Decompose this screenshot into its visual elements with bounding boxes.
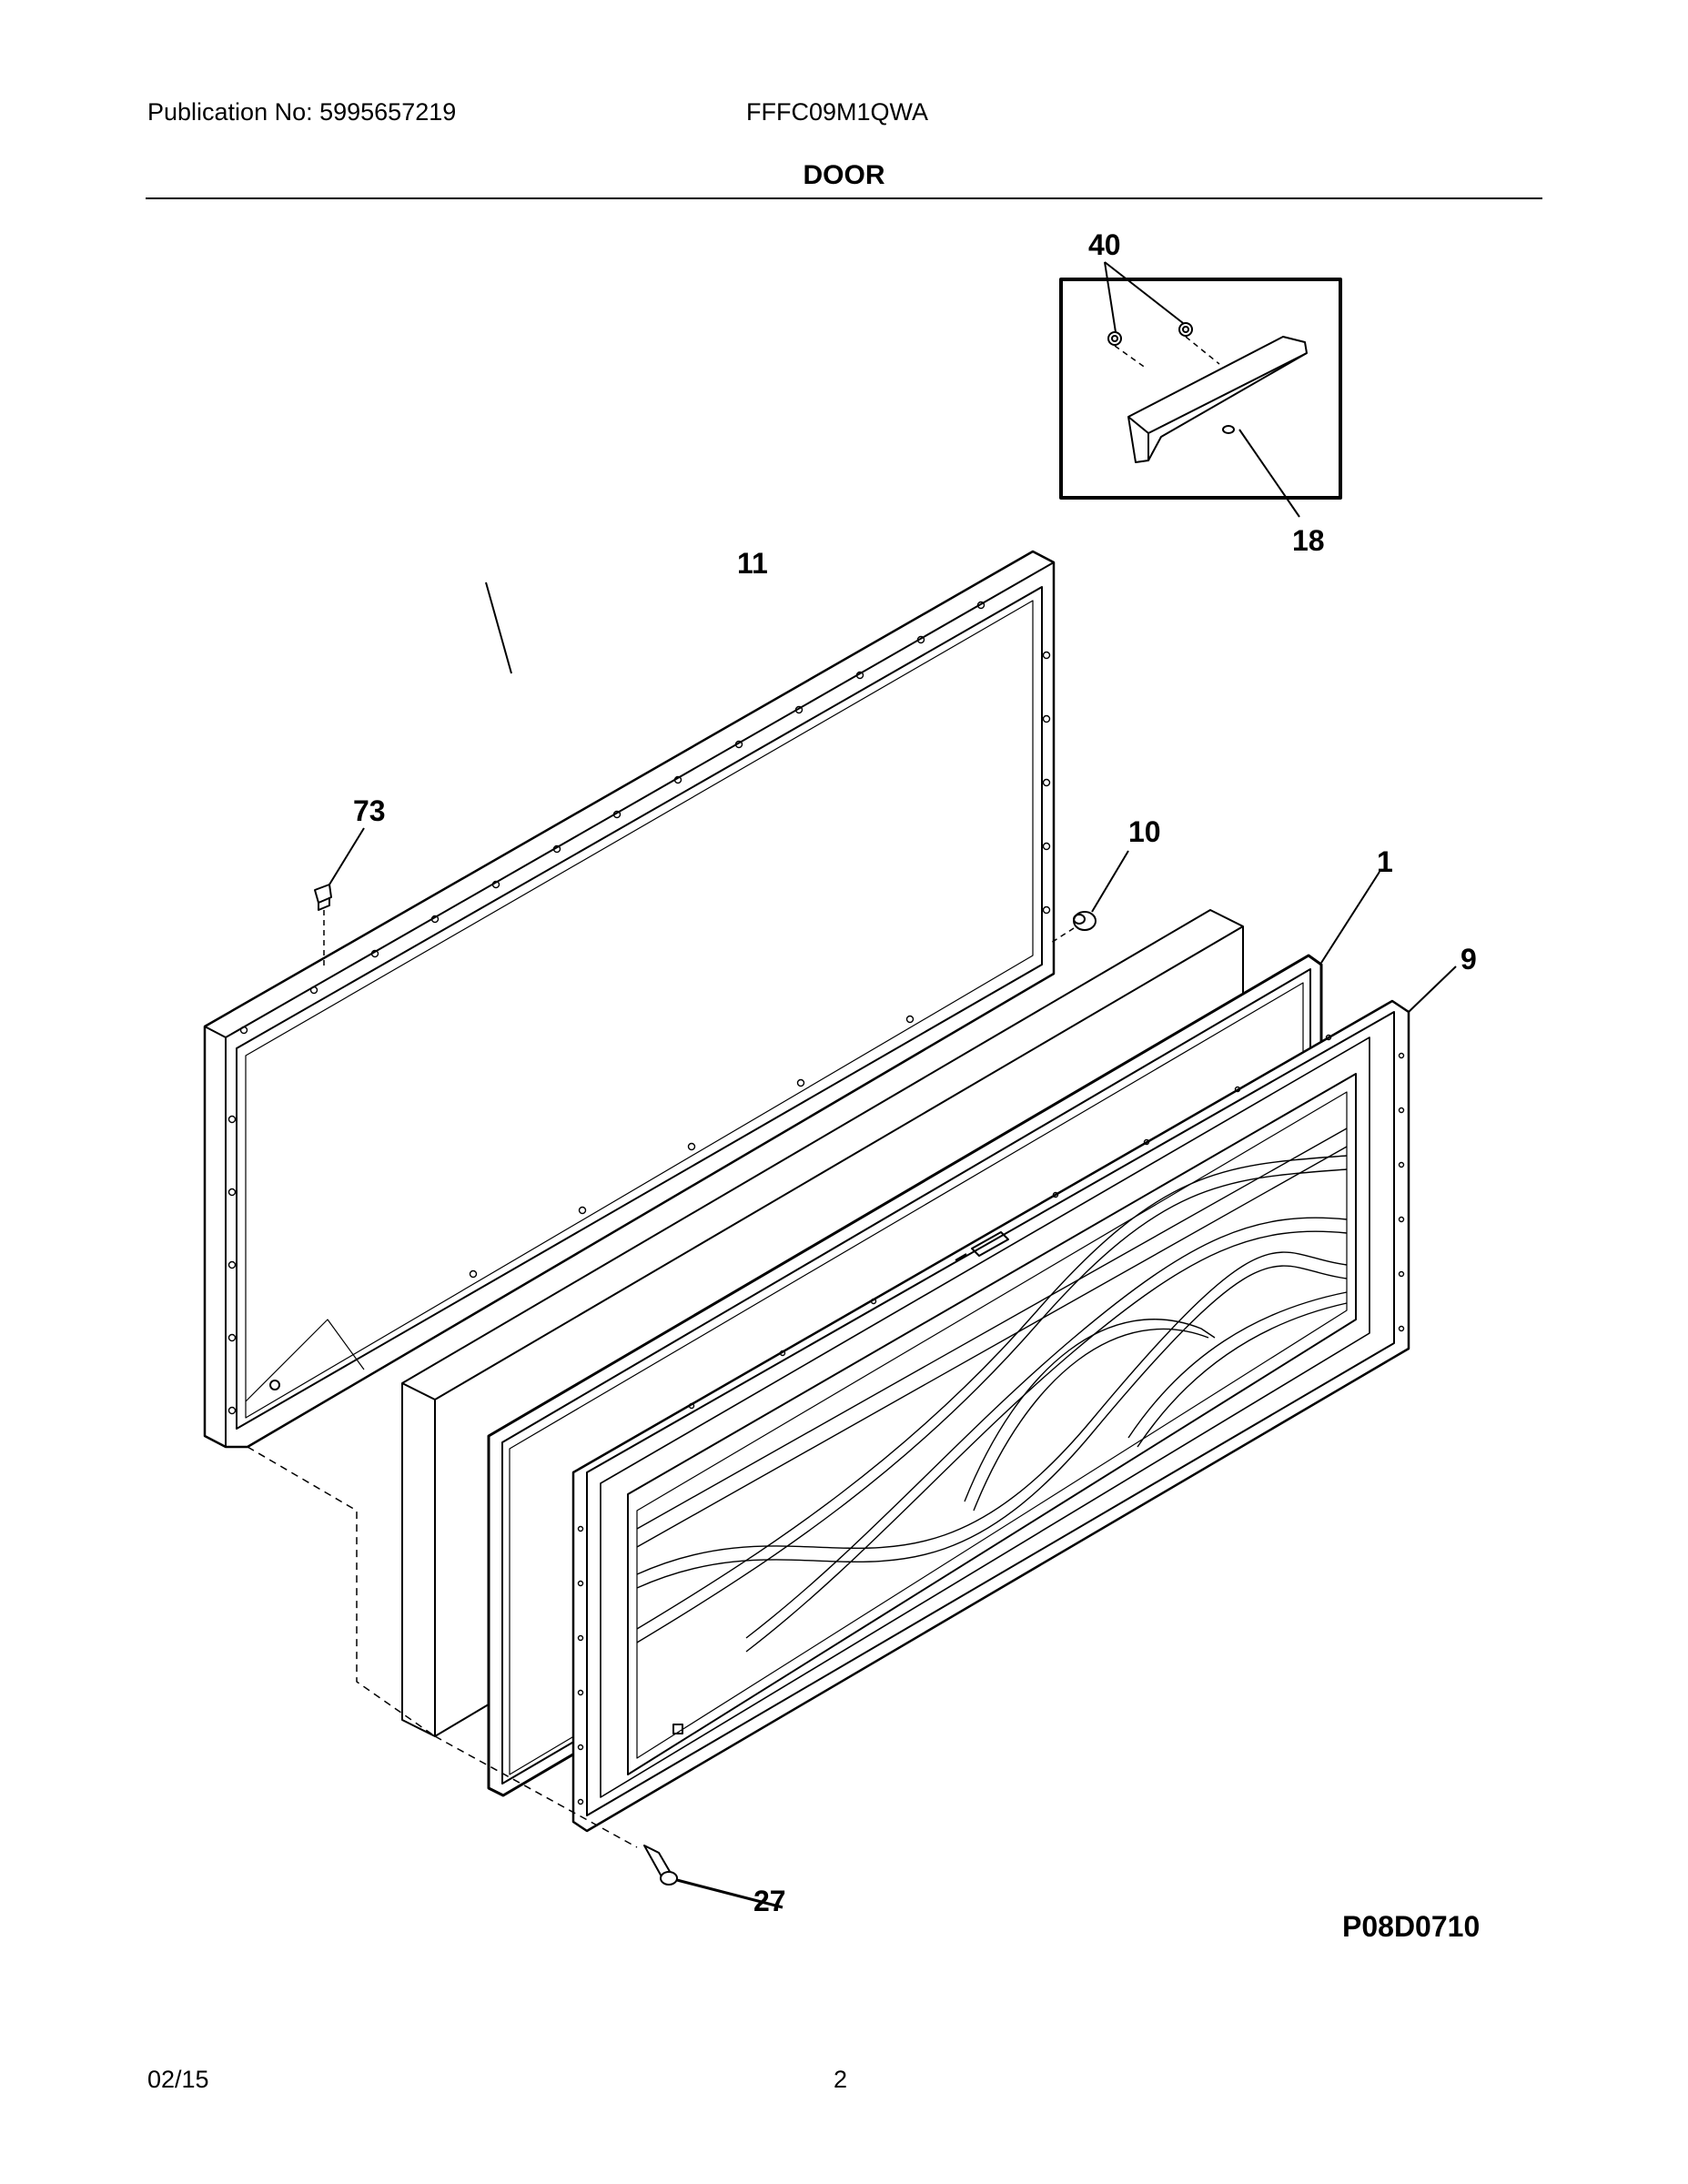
callout-1: 1 bbox=[1377, 845, 1393, 878]
screw-40a-guide bbox=[1185, 336, 1220, 365]
leader-40a bbox=[1104, 261, 1184, 324]
leader-40b bbox=[1104, 261, 1117, 333]
leader-73 bbox=[329, 827, 365, 885]
leader-18 bbox=[1238, 429, 1300, 518]
callout-11: 11 bbox=[737, 547, 768, 580]
section-title: DOOR bbox=[803, 160, 885, 190]
screw-part-27 bbox=[643, 1845, 678, 1886]
alignment-guides bbox=[247, 1446, 638, 1848]
leader-11 bbox=[485, 581, 512, 674]
leader-27 bbox=[676, 1878, 783, 1909]
model-number: FFFC09M1QWA bbox=[746, 98, 929, 126]
callout-73: 73 bbox=[353, 794, 386, 827]
handle-part-18 bbox=[1127, 336, 1308, 463]
bumper-10-guide bbox=[1050, 927, 1075, 944]
leader-10 bbox=[1091, 850, 1129, 913]
drawing-code: P08D0710 bbox=[1342, 1910, 1480, 1943]
callout-10: 10 bbox=[1128, 815, 1161, 848]
screw-part-73 bbox=[314, 884, 332, 911]
handle-inset-box bbox=[1059, 278, 1342, 500]
callout-40: 40 bbox=[1088, 228, 1121, 261]
inner-door-liner-9 bbox=[571, 999, 1410, 1833]
revision-date: 02/15 bbox=[147, 2066, 209, 2093]
page-number: 2 bbox=[834, 2066, 848, 2093]
screw-part-40a bbox=[1178, 322, 1193, 337]
screw-part-40b bbox=[1107, 331, 1122, 346]
callout-27: 27 bbox=[753, 1885, 786, 1917]
bumper-part-10 bbox=[1073, 911, 1097, 931]
callout-9: 9 bbox=[1461, 943, 1477, 976]
publication-number: Publication No: 5995657219 bbox=[147, 98, 457, 126]
callout-18: 18 bbox=[1292, 524, 1325, 557]
header-divider bbox=[146, 197, 1542, 199]
outer-door-panel-11 bbox=[203, 550, 1056, 1449]
leader-9 bbox=[1408, 966, 1457, 1013]
screw-40b-guide bbox=[1114, 345, 1147, 369]
leader-1 bbox=[1320, 871, 1380, 964]
